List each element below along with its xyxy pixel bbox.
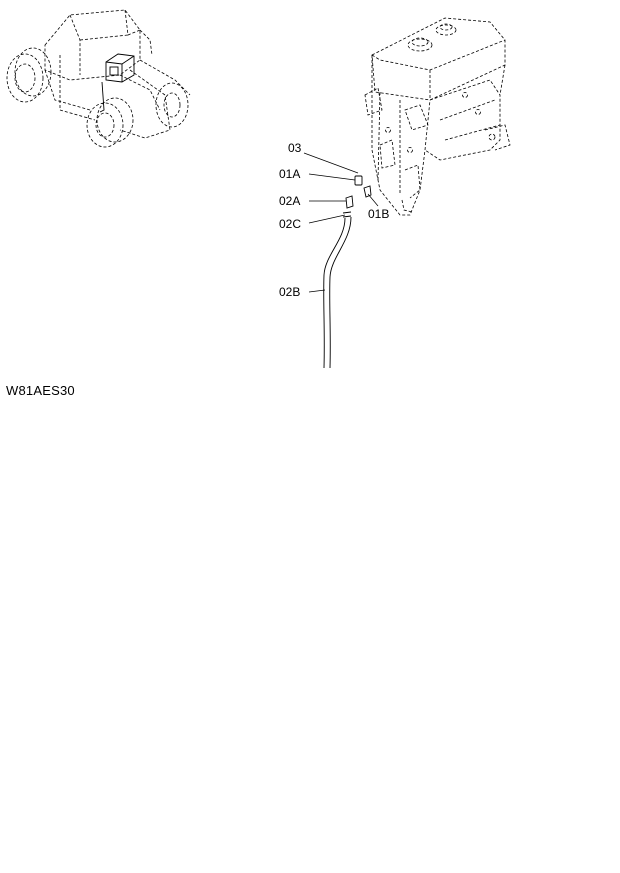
fitting-01b (363, 185, 372, 198)
callout-02b: 02B (279, 285, 300, 299)
clamp-02c (342, 211, 352, 218)
callout-01a: 01A (279, 167, 300, 181)
callout-labels: 03 01A 02A 02C 02B 01B (279, 141, 389, 299)
drain-hose-assembly (323, 175, 372, 369)
machine-overview-inset (6, 9, 191, 148)
callout-02c: 02C (279, 217, 301, 231)
fitting-02a (345, 195, 354, 209)
callout-03: 03 (288, 141, 302, 155)
hose-02b (323, 217, 346, 369)
figure-code: W81AES30 (6, 383, 75, 398)
fitting-01a (354, 175, 363, 186)
leader-lines (303, 152, 379, 293)
frame-tank-assembly (364, 17, 511, 216)
callout-02a: 02A (279, 194, 300, 208)
callout-01b: 01B (368, 207, 389, 221)
